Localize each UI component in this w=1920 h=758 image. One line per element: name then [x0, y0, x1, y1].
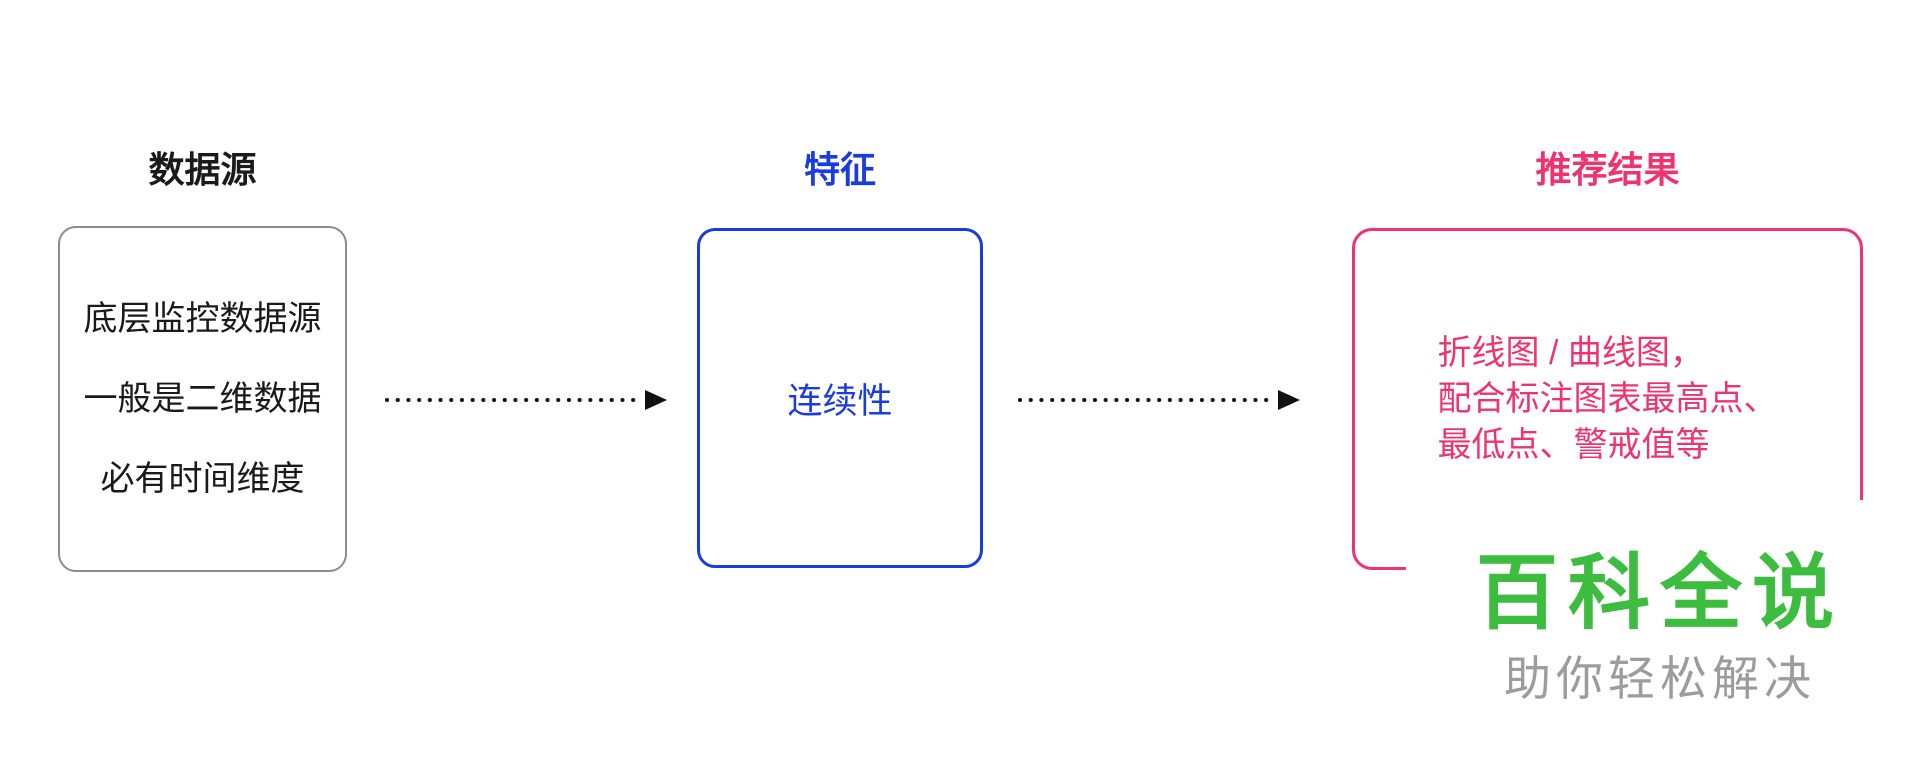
data-source-line: 必有时间维度	[100, 460, 305, 498]
column-title-data-source: 数据源	[148, 149, 257, 190]
recommendation-line: 配合标注图表最高点、	[1437, 380, 1778, 418]
recommendation-line: 折线图 / 曲线图，	[1437, 334, 1704, 372]
recommendation-text: 折线图 / 曲线图， 配合标注图表最高点、 最低点、警戒值等	[1438, 330, 1778, 468]
column-title-recommendation: 推荐结果	[1535, 149, 1680, 190]
data-source-box: 底层监控数据源 一般是二维数据 必有时间维度	[58, 226, 347, 572]
data-source-line: 一般是二维数据	[83, 380, 322, 418]
watermark-brand: 百科全说	[1475, 548, 1844, 639]
feature-box: 连续性	[697, 228, 983, 568]
watermark-background	[1406, 500, 1906, 750]
dotted-arrow-right-icon	[1018, 390, 1300, 410]
data-source-line: 底层监控数据源	[83, 300, 322, 338]
recommendation-line: 最低点、警戒值等	[1437, 426, 1710, 464]
recommendation-box: 折线图 / 曲线图， 配合标注图表最高点、 最低点、警戒值等	[1352, 228, 1863, 570]
watermark-tagline: 助你轻松解决	[1504, 652, 1816, 705]
feature-line: 连续性	[787, 381, 893, 421]
dotted-arrow-right-icon	[385, 390, 667, 410]
column-title-feature: 特征	[803, 149, 876, 190]
